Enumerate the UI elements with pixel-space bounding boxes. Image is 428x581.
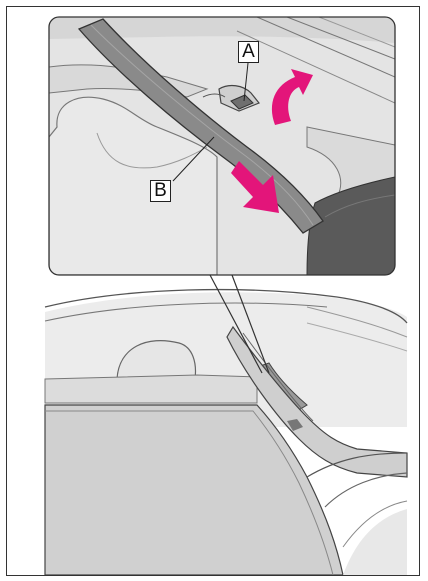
overview-scene	[45, 290, 407, 575]
illustration	[7, 7, 419, 575]
figure-frame: A B	[6, 6, 420, 576]
detail-inset	[49, 17, 395, 275]
callout-label-a: A	[238, 41, 259, 63]
callout-label-b: B	[150, 180, 171, 202]
